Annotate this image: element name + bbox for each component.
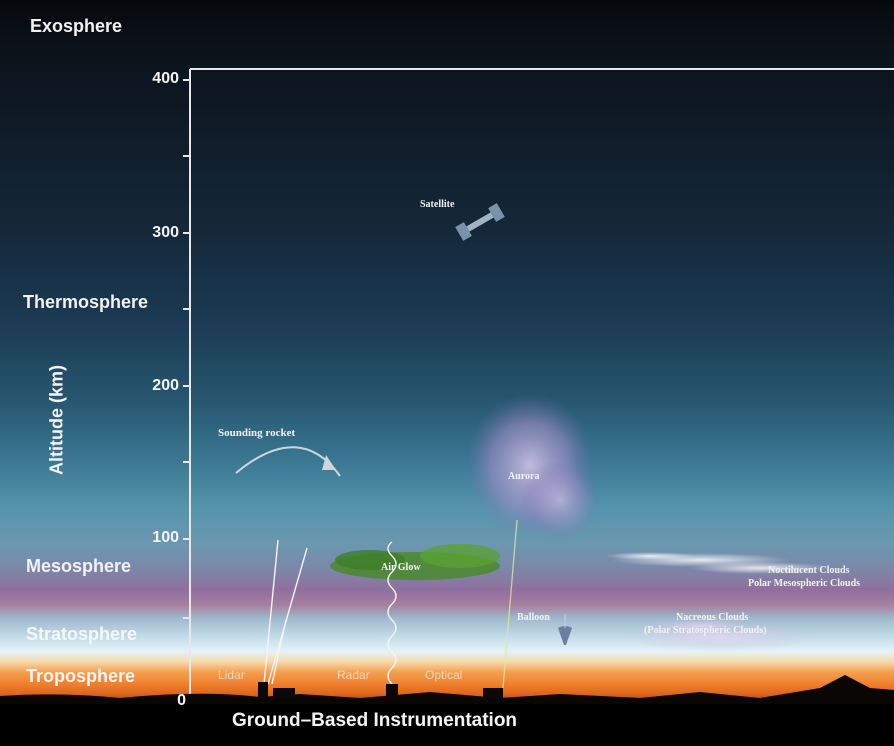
label-optical: Optical (425, 668, 463, 682)
instrument-stations (258, 682, 503, 698)
air-glow-shape (330, 544, 500, 580)
layer-label-exosphere: Exosphere (30, 16, 123, 36)
label-nacreous-line1: Nacreous Clouds (676, 612, 749, 623)
layer-label-stratosphere: Stratosphere (26, 624, 138, 644)
satellite-icon (455, 203, 505, 241)
nacreous-cloud-shape (620, 618, 820, 651)
y-axis-ticks (183, 79, 190, 703)
label-radar: Radar (337, 668, 370, 682)
ground-silhouette (0, 675, 894, 704)
rocket-arrowhead (322, 455, 336, 470)
y-tick-300: 300 (152, 224, 179, 241)
layer-label-troposphere: Troposphere (26, 666, 136, 686)
layer-label-mesosphere: Mesosphere (26, 556, 132, 576)
label-lidar: Lidar (218, 668, 245, 682)
label-noctilucent-line2: Polar Mesospheric Clouds (748, 578, 861, 589)
label-noctilucent-line1: Noctilucent Clouds (768, 565, 850, 576)
y-axis-title: Altitude (km) (46, 365, 67, 475)
layer-label-thermosphere: Thermosphere (23, 292, 149, 312)
footer-title: Ground–Based Instrumentation (232, 710, 518, 731)
y-tick-400: 400 (152, 70, 179, 87)
balloon-icon (558, 614, 572, 645)
label-nacreous-line2: (Polar Stratospheric Clouds) (644, 625, 767, 636)
y-tick-100: 100 (152, 529, 179, 546)
label-balloon: Balloon (517, 612, 550, 623)
label-aurora: Aurora (508, 471, 540, 482)
optical-beam (502, 519, 518, 689)
label-sounding-rocket: Sounding rocket (218, 427, 296, 439)
label-satellite: Satellite (420, 199, 455, 210)
y-tick-0: 0 (177, 692, 186, 709)
noctilucent-cloud-shape (605, 552, 830, 574)
radar-wave (387, 541, 397, 685)
y-tick-200: 200 (152, 377, 179, 394)
label-air-glow: Air Glow (381, 562, 421, 573)
lidar-beams (263, 539, 308, 685)
